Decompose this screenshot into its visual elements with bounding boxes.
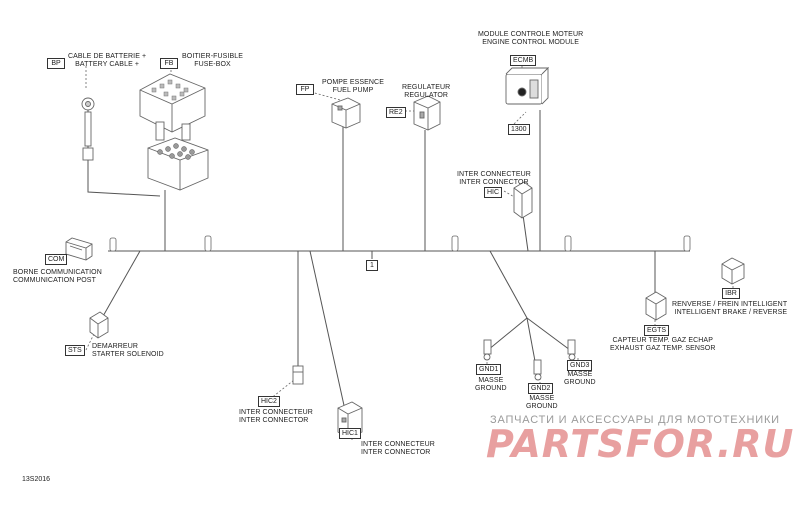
code-1300[interactable]: 1300 xyxy=(508,124,530,135)
clip-1 xyxy=(109,237,117,252)
code-gnd3[interactable]: GND3 xyxy=(567,360,593,371)
clip-4 xyxy=(564,235,572,252)
figure-id: 13S2016 xyxy=(22,476,51,483)
clip-2 xyxy=(204,235,212,252)
hic-connector-icon xyxy=(513,181,533,219)
wire-starter xyxy=(101,250,141,319)
code-hic[interactable]: HIC xyxy=(484,187,503,198)
label-gnd1: MASSE GROUND xyxy=(475,377,507,392)
wire-hic1 xyxy=(309,250,346,411)
label-fuel-pump: POMPE ESSENCE FUEL PUMP xyxy=(322,79,384,94)
code-ibr[interactable]: IBR xyxy=(722,288,740,299)
regulator-icon xyxy=(413,95,441,131)
code-fp[interactable]: FP xyxy=(296,84,314,95)
label-regulator: REGULATEUR REGULATOR xyxy=(402,84,451,99)
fuel-pump-icon xyxy=(331,97,361,129)
wire-gnd1 xyxy=(487,317,528,351)
wire-hic xyxy=(522,214,529,252)
code-gnd2[interactable]: GND2 xyxy=(528,383,554,394)
label-starter-solenoid: DEMARREUR STARTER SOLENOID xyxy=(92,343,164,358)
clip-5 xyxy=(683,235,691,252)
label-hic-inter-connector: INTER CONNECTEUR INTER CONNECTOR xyxy=(457,171,531,186)
ibr-connector-icon xyxy=(721,257,745,285)
communication-post-icon xyxy=(65,237,93,261)
label-fuse-box: BOITIER-FUSIBLE FUSE-BOX xyxy=(182,53,244,68)
label-communication-post: BORNE COMMUNICATION COMMUNICATION POST xyxy=(13,269,102,284)
watermark-caption: ЗАПЧАСТИ И АКСЕССУАРЫ ДЛЯ МОТОТЕХНИКИ xyxy=(490,414,780,426)
code-ecmb[interactable]: ECMB xyxy=(510,55,537,66)
code-hic2[interactable]: HIC2 xyxy=(258,396,280,407)
label-hic2-inter-connector: INTER CONNECTEUR INTER CONNECTOR xyxy=(239,409,313,424)
starter-solenoid-icon xyxy=(89,311,109,339)
code-re2[interactable]: RE2 xyxy=(386,107,406,118)
code-sts[interactable]: STS xyxy=(65,345,85,356)
watermark-logo: PARTSFOR.RU xyxy=(486,422,795,466)
gnd1-terminal-icon xyxy=(483,339,492,361)
wire-ground-trunk xyxy=(489,250,528,319)
hic2-connector-icon xyxy=(292,365,304,385)
harness-tag-1[interactable]: 1 xyxy=(366,260,378,271)
label-gnd2: MASSE GROUND xyxy=(526,395,558,410)
label-battery-cable: CABLE DE BATTERIE + BATTERY CABLE + xyxy=(68,53,147,68)
code-fb[interactable]: FB xyxy=(160,58,178,69)
label-intelligent-brake: RENVERSE / FREIN INTELLIGENT INTELLIGENT… xyxy=(672,301,788,316)
clip-3 xyxy=(451,235,459,252)
code-com[interactable]: COM xyxy=(45,254,68,265)
egts-sensor-icon xyxy=(645,291,667,321)
code-gnd1[interactable]: GND1 xyxy=(476,364,502,375)
label-engine-control-module: MODULE CONTROLE MOTEUR ENGINE CONTROL MO… xyxy=(478,31,584,46)
label-hic1-inter-connector: INTER CONNECTEUR INTER CONNECTOR xyxy=(361,441,435,456)
label-gnd3: MASSE GROUND xyxy=(564,371,596,386)
fuse-box-icon xyxy=(139,73,209,191)
gnd3-terminal-icon xyxy=(567,339,576,361)
label-exhaust-temp-sensor: CAPTEUR TEMP. GAZ ECHAP EXHAUST GAZ TEMP… xyxy=(610,337,716,352)
ecm-icon xyxy=(505,66,550,105)
wire-gnd3 xyxy=(526,317,571,351)
code-bp[interactable]: BP xyxy=(47,58,65,69)
battery-cable-icon xyxy=(81,97,95,161)
gnd2-terminal-icon xyxy=(533,359,542,381)
code-egts[interactable]: EGTS xyxy=(644,325,670,336)
code-hic1[interactable]: HIC1 xyxy=(339,428,361,439)
